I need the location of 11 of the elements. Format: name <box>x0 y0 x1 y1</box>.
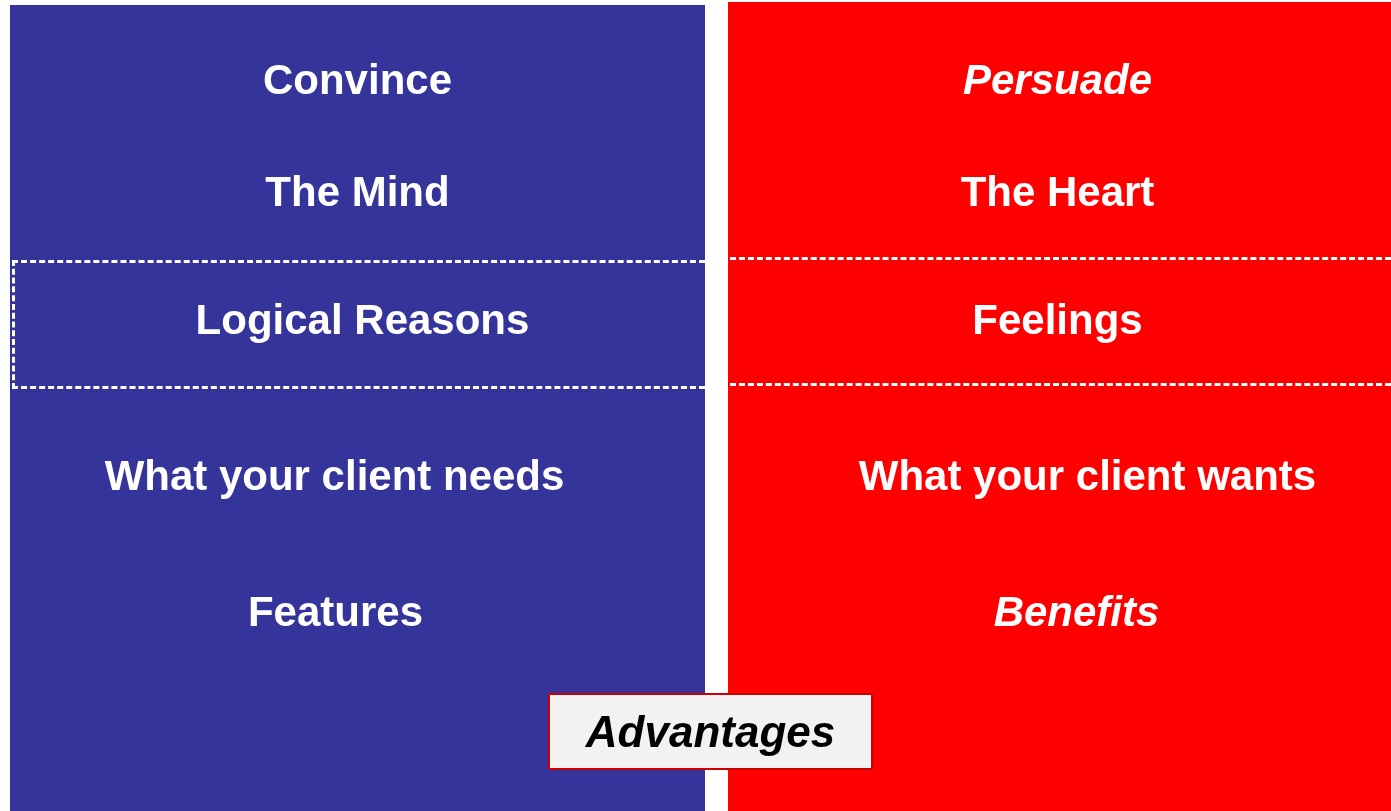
label-box: Advantages <box>548 693 873 770</box>
panel-text: The Heart <box>960 168 1155 215</box>
panel-text: Convince <box>262 56 452 103</box>
panel-text: Features <box>247 588 424 635</box>
panel-text: Logical Reasons <box>195 296 530 343</box>
panel-text: Feelings <box>972 296 1143 343</box>
panel-text: Persuade <box>962 56 1153 103</box>
panel-text: What your client needs <box>104 452 565 499</box>
panel-text: Benefits <box>993 588 1160 635</box>
panel-text: What your client wants <box>858 452 1317 499</box>
panel-text: The Mind <box>265 168 450 215</box>
